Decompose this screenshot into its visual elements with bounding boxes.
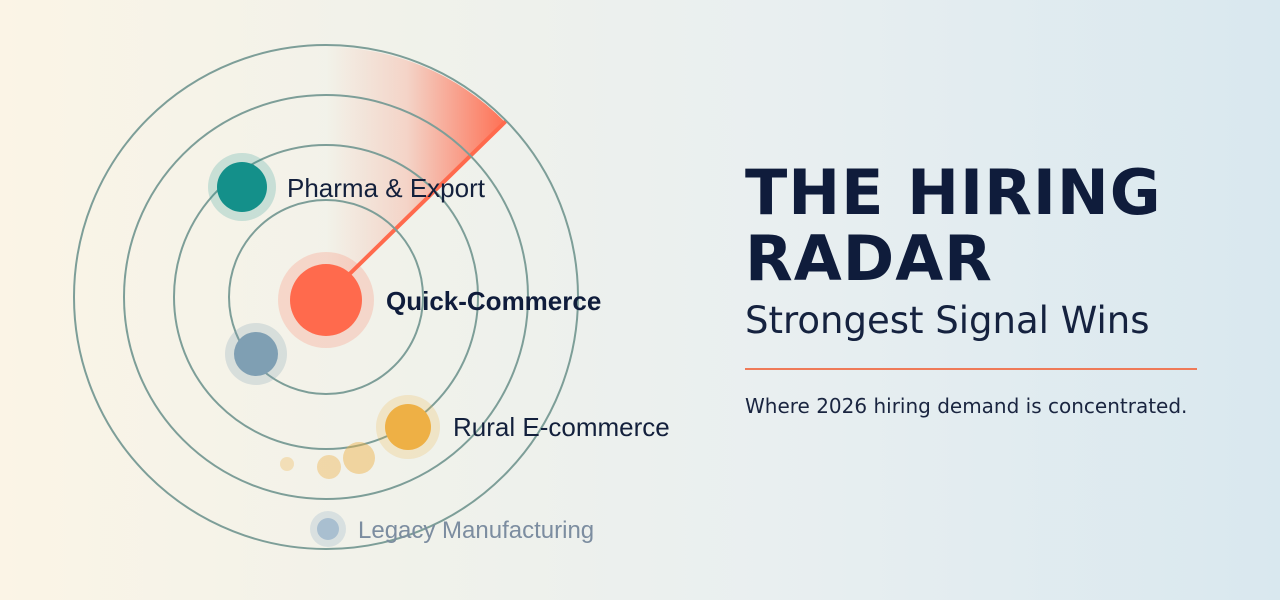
segment-rural-label: Rural E-commerce	[453, 412, 670, 442]
segment-rural-ecommerce: Rural E-commerce	[280, 395, 670, 479]
rural-trail-1	[280, 457, 294, 471]
segment-legacy-dot	[317, 518, 339, 540]
rural-trail-2	[317, 455, 341, 479]
radar-rings	[73, 44, 579, 550]
page-title: THE HIRING RADAR	[745, 160, 1215, 292]
radar-ring-1	[73, 44, 579, 550]
segment-pharma-export: Pharma & Export	[208, 153, 486, 221]
segment-quick-label: Quick-Commerce	[386, 286, 601, 316]
caption: Where 2026 hiring demand is concentrated…	[745, 394, 1188, 418]
radar-sweep-line	[324, 120, 507, 299]
radar-ring-2	[123, 94, 529, 500]
segment-blue-dot	[234, 332, 278, 376]
title-line-1: THE HIRING	[745, 156, 1162, 229]
segment-pharma-label: Pharma & Export	[287, 173, 486, 203]
segment-rural-dot	[385, 404, 431, 450]
title-panel: THE HIRING RADAR Strongest Signal Wins W…	[745, 160, 1215, 418]
radar-ring-4	[228, 199, 424, 395]
title-line-2: RADAR	[745, 222, 993, 295]
radar-sweep	[326, 46, 505, 297]
divider	[745, 368, 1197, 370]
radar-diagram: Pharma & Export Quick-Commerce Rural E-c…	[73, 44, 670, 550]
segment-quick-commerce: Quick-Commerce	[278, 252, 601, 348]
radar-ring-3	[173, 144, 479, 450]
segment-pharma-dot	[217, 162, 267, 212]
segment-legacy-label: Legacy Manufacturing	[358, 517, 594, 544]
segment-unlabeled	[225, 323, 287, 385]
segment-quick-dot	[290, 264, 362, 336]
rural-trail-3	[343, 442, 375, 474]
subtitle: Strongest Signal Wins	[745, 299, 1150, 342]
segment-legacy-manufacturing: Legacy Manufacturing	[310, 511, 594, 547]
